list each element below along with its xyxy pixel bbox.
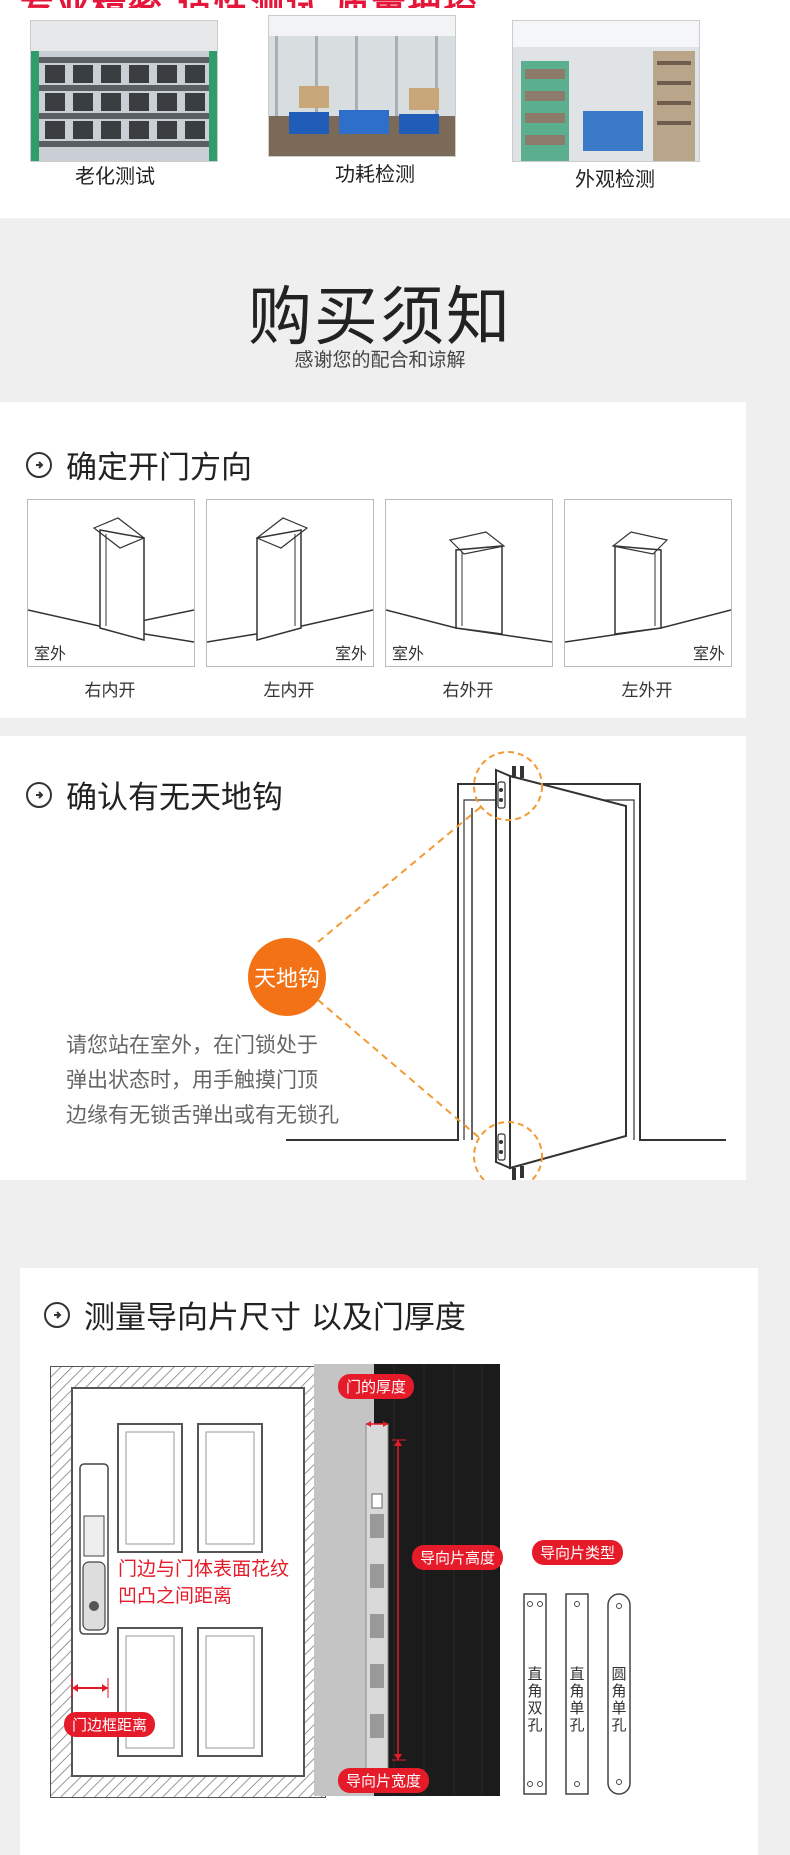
appearance-test-photo: [512, 20, 700, 162]
door-outside-label: 室外: [392, 644, 425, 663]
purchase-notice-subtitle: 感谢您的配合和谅解: [294, 349, 466, 371]
door-diagram-left-out: 室外: [564, 499, 732, 667]
floor-hook-card: 确认有无天地钩: [0, 736, 746, 1180]
guide-type-label: 直角双孔: [527, 1665, 543, 1734]
arrow-circle-icon: [44, 1301, 70, 1328]
lock-body-photo: [314, 1364, 500, 1796]
frame-distance-tag: 门边框距离: [64, 1712, 156, 1737]
floor-hook-instruction-line: 请您站在室外，在门锁处于: [66, 1033, 318, 1057]
floor-hook-heading: 确认有无天地钩: [26, 772, 283, 817]
aging-test-photo: [30, 20, 218, 162]
door-front-diagram: [50, 1366, 326, 1798]
guide-type-label: 圆角单孔: [611, 1665, 627, 1734]
door-direction-card: 确定开门方向 室外 右内开 室外 左内开 室外 右外开: [0, 402, 746, 718]
door-diagram-left-in: 室外: [206, 499, 374, 667]
floor-hook-heading-text: 确认有无天地钩: [66, 780, 283, 816]
power-test-caption: 功耗检测: [335, 162, 415, 186]
top-banner: 专业精密 适性测试 质量把控: [0, 0, 790, 8]
guide-type-label: 直角单孔: [569, 1665, 585, 1734]
aging-test-caption: 老化测试: [75, 164, 155, 188]
power-test-photo: [268, 15, 456, 157]
floor-hook-badge: 天地钩: [248, 938, 326, 1016]
guide-plate-heading: 测量导向片尺寸 以及门厚度: [44, 1292, 466, 1337]
door-caption-left-in: 左内开: [263, 681, 315, 701]
door-diagram-right-in: 室外: [27, 499, 195, 667]
door-caption-right-in: 右内开: [84, 681, 136, 701]
door-caption-right-out: 右外开: [442, 681, 494, 701]
top-banner-text: 专业精密 适性测试 质量把控: [20, 0, 480, 8]
guide-plate-types-diagram: [523, 1593, 631, 1795]
surface-distance-note-line: 凹凸之间距离: [118, 1585, 233, 1607]
door-outside-label: 室外: [692, 644, 725, 663]
door-thickness-tag: 门的厚度: [338, 1374, 415, 1399]
floor-hook-door-diagram: [286, 751, 726, 1180]
guide-plate-card: 测量导向片尺寸 以及门厚度 门边与门体表面花纹 凹凸之间距离 门边: [20, 1268, 758, 1855]
door-caption-left-out: 左外开: [621, 681, 673, 701]
purchase-notice-title: 购买须知: [248, 281, 512, 355]
door-outside-label: 室外: [334, 644, 367, 663]
guide-types-tag: 导向片类型: [532, 1540, 624, 1565]
door-direction-heading-text: 确定开门方向: [66, 450, 252, 486]
floor-hook-instruction-line: 边缘有无锁舌弹出或有无锁孔: [66, 1103, 339, 1127]
top-strip: 专业精密 适性测试 质量把控 老化测试: [0, 0, 790, 220]
guide-height-tag: 导向片高度: [412, 1545, 504, 1570]
door-direction-heading: 确定开门方向: [26, 442, 252, 487]
guide-plate-heading-text: 测量导向片尺寸 以及门厚度: [84, 1300, 466, 1336]
floor-hook-instructions: 请您站在室外，在门锁处于 弹出状态时，用手触摸门顶 边缘有无锁舌弹出或有无锁孔: [66, 1028, 386, 1133]
door-outside-label: 室外: [34, 644, 67, 663]
guide-width-tag: 导向片宽度: [338, 1768, 430, 1793]
door-diagram-right-out: 室外: [385, 499, 553, 667]
floor-hook-instruction-line: 弹出状态时，用手触摸门顶: [66, 1068, 318, 1092]
appearance-test-caption: 外观检测: [575, 167, 655, 191]
surface-distance-note-line: 门边与门体表面花纹: [118, 1558, 290, 1580]
arrow-circle-icon: [26, 781, 52, 808]
arrow-circle-icon: [26, 451, 52, 478]
surface-distance-note: 门边与门体表面花纹 凹凸之间距离: [118, 1556, 289, 1610]
